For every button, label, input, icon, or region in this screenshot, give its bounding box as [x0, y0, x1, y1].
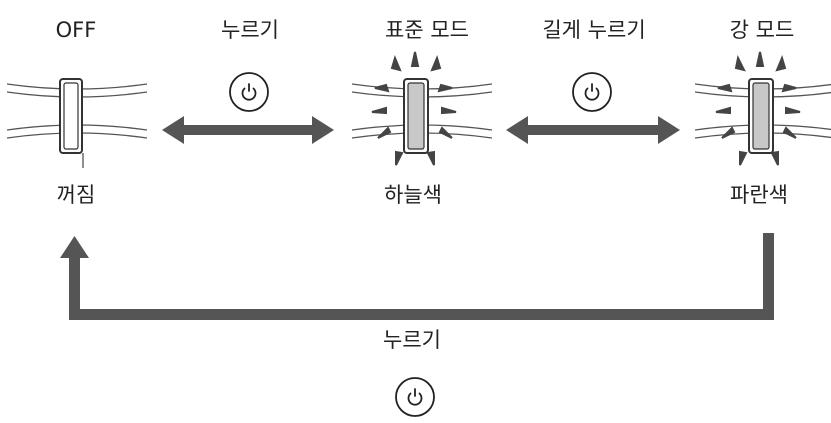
lamp-standard [351, 51, 493, 166]
transition-label-press: 누르기 [221, 18, 279, 42]
state-label-strong: 강 모드 [729, 18, 795, 42]
lamp-strong [694, 51, 831, 166]
transition-label-long-press: 길게 누르기 [542, 18, 646, 42]
power-icon [572, 72, 612, 112]
state-color-standard: 하늘색 [384, 183, 442, 207]
lamp-off [6, 78, 148, 168]
return-arrow-strong-off [60, 233, 774, 320]
power-icon [229, 72, 269, 112]
power-icon [395, 377, 435, 417]
state-label-off: OFF [55, 18, 97, 42]
state-label-standard: 표준 모드 [385, 18, 469, 42]
state-color-strong: 파란색 [730, 183, 788, 207]
transition-label-return-press: 누르기 [383, 328, 441, 352]
double-arrow-standard-strong [506, 116, 680, 144]
double-arrow-off-standard [162, 116, 334, 144]
state-color-off: 꺼짐 [56, 183, 96, 207]
